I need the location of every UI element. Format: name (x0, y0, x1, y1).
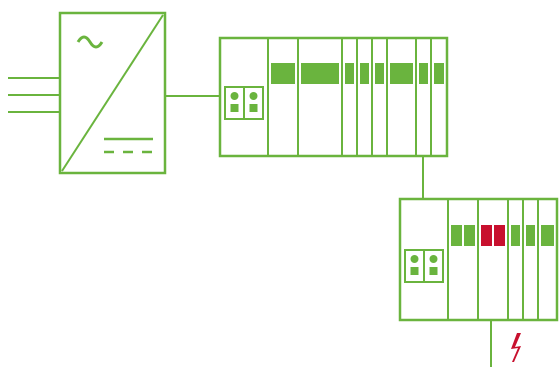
lightning-icon (511, 333, 521, 362)
module-status-ok (271, 63, 295, 84)
module-status-ok (526, 225, 535, 246)
module-slot (477, 199, 505, 320)
upper-rack (218, 36, 449, 158)
power-supply (58, 11, 167, 175)
module-slot (415, 38, 428, 156)
module-status-fault (494, 225, 505, 246)
module-slot (271, 63, 295, 84)
connector-terminal-icon (410, 255, 419, 263)
module-slot (297, 38, 339, 156)
connector-pin-icon (249, 104, 258, 112)
upper-rack-frame (218, 36, 449, 158)
module-slot (430, 38, 444, 156)
lower-connector-block (404, 249, 444, 283)
module-status-ok (345, 63, 354, 84)
module-status-fault (481, 225, 492, 246)
module-slot (341, 38, 354, 156)
module-slot (537, 199, 554, 320)
connector-pin-icon (230, 104, 239, 112)
power-supply-diagonal (61, 14, 164, 172)
lower-rack (398, 197, 559, 322)
module-status-ok (390, 63, 413, 84)
module-slot (522, 199, 535, 320)
module-slot (451, 225, 475, 246)
ac-wave-icon (76, 35, 104, 49)
connector-pin-icon (410, 267, 419, 275)
upper-connector-block (224, 86, 264, 120)
module-slot (386, 38, 413, 156)
module-status-ok (419, 63, 428, 84)
lower-modules (451, 199, 554, 320)
dc-symbol-icon (104, 137, 153, 154)
module-status-ok (360, 63, 369, 84)
module-slot (356, 38, 369, 156)
module-status-ok (451, 225, 462, 246)
connector-terminal-icon (429, 255, 438, 263)
module-status-ok (464, 225, 475, 246)
module-status-ok (301, 63, 339, 84)
input-lines (8, 77, 60, 113)
connector-terminal-icon (230, 92, 239, 100)
power-supply-box (58, 11, 167, 175)
upper-modules (271, 38, 444, 156)
connector-terminal-icon (249, 92, 258, 100)
module-status-ok (375, 63, 384, 84)
module-status-ok (541, 225, 554, 246)
connector-pin-icon (429, 267, 438, 275)
module-slot (371, 38, 384, 156)
module-status-ok (434, 63, 444, 84)
module-slot (507, 199, 520, 320)
module-status-ok (511, 225, 520, 246)
